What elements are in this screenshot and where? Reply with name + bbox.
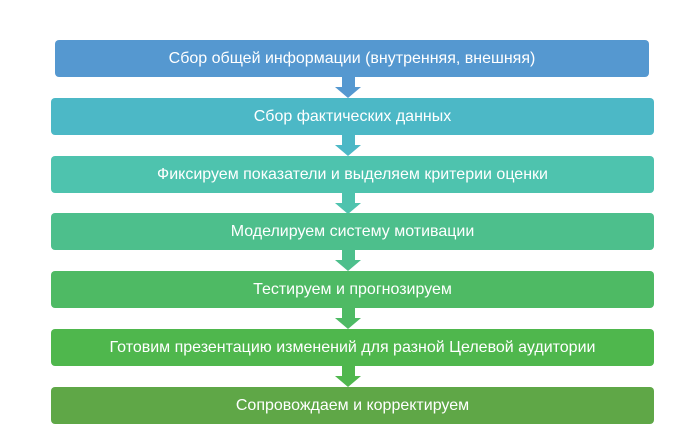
- process-step-label: Тестируем и прогнозируем: [253, 280, 452, 298]
- process-step-2: Сбор фактических данных: [51, 98, 654, 135]
- process-step-label: Фиксируем показатели и выделяем критерии…: [157, 165, 548, 183]
- arrow-shaft: [341, 250, 355, 260]
- down-arrow-icon: [335, 250, 361, 271]
- arrow-head: [335, 203, 361, 214]
- arrow-shaft: [341, 135, 355, 145]
- process-step-4: Моделируем систему мотивации: [51, 213, 654, 250]
- arrow-shaft: [341, 366, 355, 376]
- down-arrow-icon: [335, 308, 361, 329]
- arrow-head: [335, 145, 361, 156]
- down-arrow-icon: [335, 366, 361, 387]
- arrow-head: [335, 318, 361, 329]
- arrow-head: [335, 260, 361, 271]
- down-arrow-icon: [335, 135, 361, 156]
- down-arrow-icon: [335, 77, 361, 98]
- down-arrow-icon: [335, 193, 361, 214]
- arrow-head: [335, 87, 361, 98]
- arrow-shaft: [341, 308, 355, 318]
- process-step-1: Сбор общей информации (внутренняя, внешн…: [55, 40, 649, 77]
- process-step-label: Моделируем систему мотивации: [230, 222, 475, 240]
- arrow-shaft: [341, 193, 355, 203]
- process-step-6: Готовим презентацию изменений для разной…: [51, 329, 654, 366]
- process-step-label: Сбор общей информации (внутренняя, внешн…: [168, 49, 536, 67]
- process-step-3: Фиксируем показатели и выделяем критерии…: [51, 156, 654, 193]
- process-step-label: Сбор фактических данных: [253, 107, 452, 125]
- process-step-label: Готовим презентацию изменений для разной…: [109, 338, 596, 356]
- arrow-head: [335, 376, 361, 387]
- process-step-5: Тестируем и прогнозируем: [51, 271, 654, 308]
- process-step-7: Сопровождаем и корректируем: [51, 387, 654, 424]
- process-step-label: Сопровождаем и корректируем: [235, 396, 470, 414]
- arrow-shaft: [341, 77, 355, 87]
